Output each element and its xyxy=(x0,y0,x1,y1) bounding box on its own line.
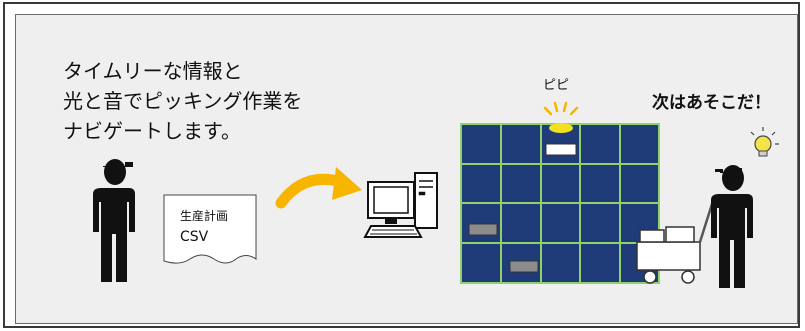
shelf-grid xyxy=(460,123,660,284)
headline-line-2: 光と音でピッキング作業を xyxy=(63,89,303,113)
arrow-icon xyxy=(275,167,362,209)
worker-icon xyxy=(93,159,135,282)
cart-icon xyxy=(636,203,714,284)
inner-panel xyxy=(15,14,798,324)
indicator-light-icon xyxy=(543,101,579,133)
computer-icon xyxy=(363,172,438,238)
outer-border xyxy=(3,2,800,328)
lightbulb-icon xyxy=(750,127,779,157)
bin-target xyxy=(545,143,577,156)
document-format: CSV xyxy=(180,229,209,245)
next-location-label: 次はあそこだ！ xyxy=(652,93,771,113)
bin-item xyxy=(509,260,539,273)
headline-line-1: タイムリーな情報と xyxy=(63,59,243,83)
bin-item xyxy=(468,223,498,236)
document-title: 生産計画 xyxy=(180,209,229,223)
headline-line-3: ナビゲートします。 xyxy=(63,119,241,143)
beep-label: ピピ xyxy=(543,78,570,93)
worker-icon xyxy=(711,165,753,288)
document-icon xyxy=(163,194,257,264)
